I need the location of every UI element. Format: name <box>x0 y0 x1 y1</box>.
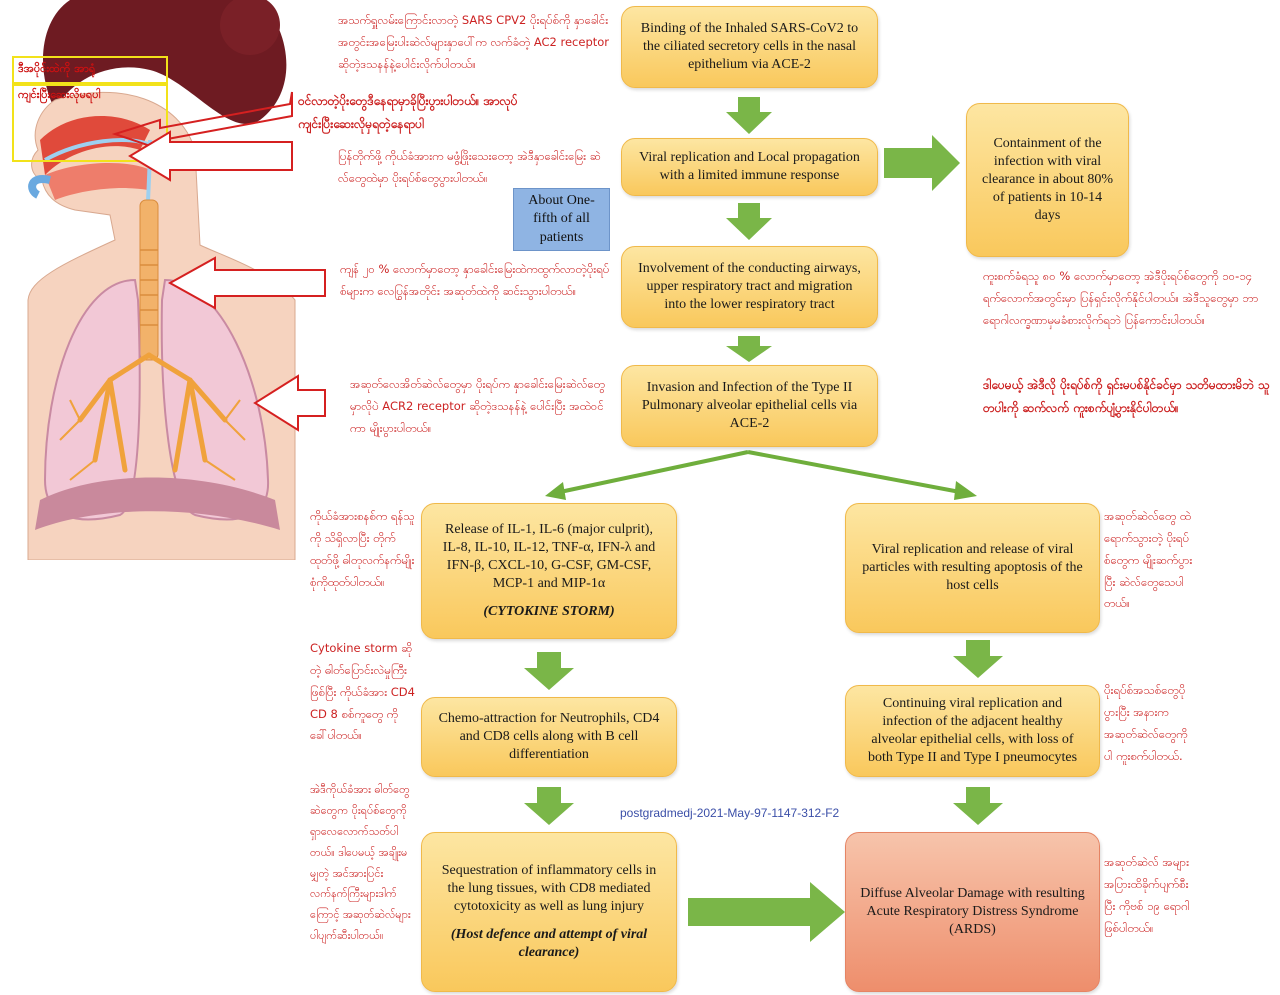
green-arrow-4 <box>524 652 574 690</box>
figure-credit: postgradmedj-2021-May-97-1147-312-F2 <box>620 806 840 820</box>
note-local-propagation: ပြန်တိုက်ဖို့ ကိုယ်ခံအားက မဖွံ့ဖြိုးသေးတ… <box>338 149 601 185</box>
one-fifth-text: About One-fifth of all patients <box>528 193 595 245</box>
respiratory-anatomy-illustration <box>27 0 296 560</box>
box-viral-replication: Viral replication and Local propagation … <box>621 138 878 196</box>
box-apoptosis: Viral replication and release of viral p… <box>845 503 1100 633</box>
red-arrow-lung <box>253 374 326 432</box>
note-nasal-replication: ဝင်လာတဲ့ပိုးတွေဒီနေရာမှာခိုပြီးပွားပါတယ်… <box>298 94 518 131</box>
one-fifth-label: About One-fifth of all patients <box>513 188 610 251</box>
note-spread: ပိုးရပ်စ်အသစ်တွေပိုပွားပြီး အနားက အဆုတ်ဆ… <box>1104 683 1188 763</box>
box-sequestration-text: Sequestration of inflammatory cells in t… <box>441 862 657 914</box>
green-arrow-1 <box>726 97 772 134</box>
note-containment: ကူးစက်ခံရသူ ၈၀ % လောက်မှာတော့ အဲဒီပိုးရပ… <box>983 269 1259 327</box>
note-cytokine: ကိုယ်ခံအားစနစ်က ရန်သူကို သိရှိလာပြီး တို… <box>310 509 415 589</box>
box-ards-text: Diffuse Alveolar Damage with resulting A… <box>860 885 1085 938</box>
note-cytokine-storm: Cytokine storm ဆိုတဲ့ ဓါတ်ပြောင်းလဲမှုကြ… <box>310 641 415 743</box>
box-airway-involvement-text: Involvement of the conducting airways, u… <box>638 260 861 313</box>
note-warning: ဒါပေမယ့် အဲဒီလို ပိုးရပ်စ်ကို ရှင်းမပစ်န… <box>983 378 1270 415</box>
box-apoptosis-text: Viral replication and release of viral p… <box>862 541 1083 594</box>
red-arrow-nose <box>111 91 293 152</box>
box-binding-text: Binding of the Inhaled SARS-CoV2 to the … <box>640 20 859 73</box>
box-continuing-replication-text: Continuing viral replication and infecti… <box>867 695 1078 766</box>
note-lower-tract: ကျန် ၂၀ % လောက်မှာတော့ နှာခေါင်းမြေးထဲကထ… <box>340 262 610 298</box>
box-viral-replication-text: Viral replication and Local propagation … <box>639 149 860 183</box>
green-arrow-6 <box>953 640 1003 678</box>
green-arrow-right <box>884 135 960 191</box>
green-arrow-ards <box>688 882 845 942</box>
box-cytokine-release-text: Release of IL-1, IL-6 (major culprit), I… <box>442 521 656 592</box>
box-alveolar-invasion-text: Invasion and Infection of the Type II Pu… <box>641 379 858 432</box>
box-containment: Containment of the infection with viral … <box>966 103 1129 257</box>
branch-left <box>559 450 749 494</box>
box-cytokine-release: Release of IL-1, IL-6 (major culprit), I… <box>421 503 677 639</box>
red-arrow-trachea <box>167 256 326 310</box>
box-containment-text: Containment of the infection with viral … <box>982 135 1113 224</box>
green-arrow-3 <box>726 336 772 362</box>
green-arrow-5 <box>524 787 574 825</box>
note-sequestration: အဲဒီကိုယ်ခံအား ဓါတ်တွေဆဲတွေက ပိုးရပ်စ်တွ… <box>310 783 411 943</box>
label-yellow-1: ဒီအပိုင်းထဲကို အာရုံ <box>18 62 96 75</box>
host-defence-label: (Host defence and attempt of viral clear… <box>450 927 648 961</box>
box-airway-involvement: Involvement of the conducting airways, u… <box>621 246 878 328</box>
box-ards: Diffuse Alveolar Damage with resulting A… <box>845 832 1100 992</box>
highlight-box-top <box>12 56 168 86</box>
note-alveolar: အဆုတ်လေအိတ်ဆဲလ်တွေမှာ ပိုးရပ်က နှာခေါင်း… <box>350 377 605 435</box>
label-yellow-2: ကျင်းပြီးဆေးလိုမရပါ <box>18 88 101 101</box>
branch-right <box>747 450 961 494</box>
box-chemo-attraction: Chemo-attraction for Neutrophils, CD4 an… <box>421 697 677 777</box>
green-arrow-2 <box>726 203 772 240</box>
box-continuing-replication: Continuing viral replication and infecti… <box>845 685 1100 777</box>
highlight-box-main <box>12 82 168 162</box>
cytokine-storm-label: (CYTOKINE STORM) <box>483 604 615 620</box>
box-alveolar-invasion: Invasion and Infection of the Type II Pu… <box>621 365 878 447</box>
note-ards: အဆုတ်ဆဲလ် အများအပြားထိခိုက်ပျက်စီးပြီး က… <box>1104 855 1190 935</box>
note-apoptosis: အဆုတ်ဆဲလ်တွေ ထဲရောက်သွားတဲ့ ပိုးရပ်စ်တွေ… <box>1104 509 1193 611</box>
note-binding: အသက်ရှူလမ်းကြောင်းလာတဲ့ SARS CPV2 ပိုးရပ… <box>338 13 610 71</box>
box-binding: Binding of the Inhaled SARS-CoV2 to the … <box>621 6 878 88</box>
green-arrow-7 <box>953 787 1003 825</box>
box-chemo-attraction-text: Chemo-attraction for Neutrophils, CD4 an… <box>438 710 660 763</box>
red-arrow-nose-2 <box>128 130 293 182</box>
box-sequestration: Sequestration of inflammatory cells in t… <box>421 832 677 992</box>
